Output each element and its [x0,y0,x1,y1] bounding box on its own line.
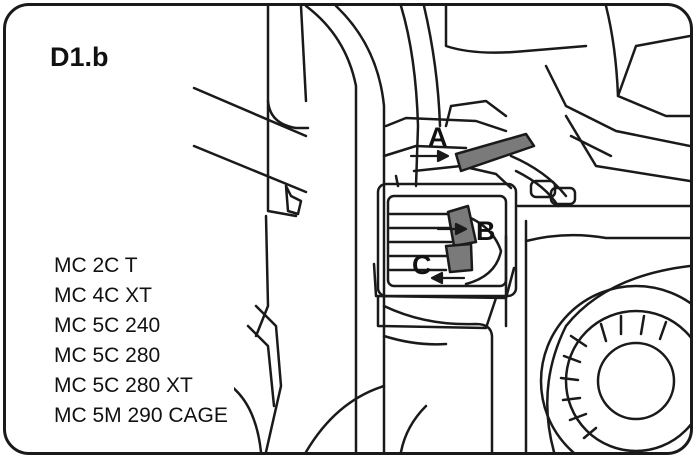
lower-machinery [229,304,428,452]
lever-c [444,242,474,274]
direction-arrows [409,149,468,285]
callout-b: B [476,216,496,246]
engine-housing [254,6,310,338]
figure-frame: A B C D1.b MC 2C T MC 4C XT MC 5C 240 MC… [3,3,693,455]
model-item: MC 5C 280 XT [54,374,193,397]
recoil-starter [539,284,690,452]
fuel-tank [444,6,690,148]
callout-c: C [412,250,432,280]
leader-lines [192,86,308,194]
model-item: MC 5M 290 CAGE [54,404,228,427]
engine-illustration: A B C [192,6,690,452]
callout-a: A [428,122,448,152]
handle-frame [304,6,442,452]
engine-block [504,204,690,452]
model-item: MC 2C T [54,254,138,277]
figure-label: D1.b [50,42,109,72]
model-item: MC 4C XT [54,284,153,307]
fuel-valve-body [372,116,518,330]
fuel-line [509,114,690,208]
lower-column [382,304,494,452]
model-item: MC 5C 280 [54,344,161,367]
model-list: MC 2C T MC 4C XT MC 5C 240 MC 5C 280 MC … [50,249,234,433]
model-item: MC 5C 240 [54,314,161,337]
lever-a [454,132,536,173]
